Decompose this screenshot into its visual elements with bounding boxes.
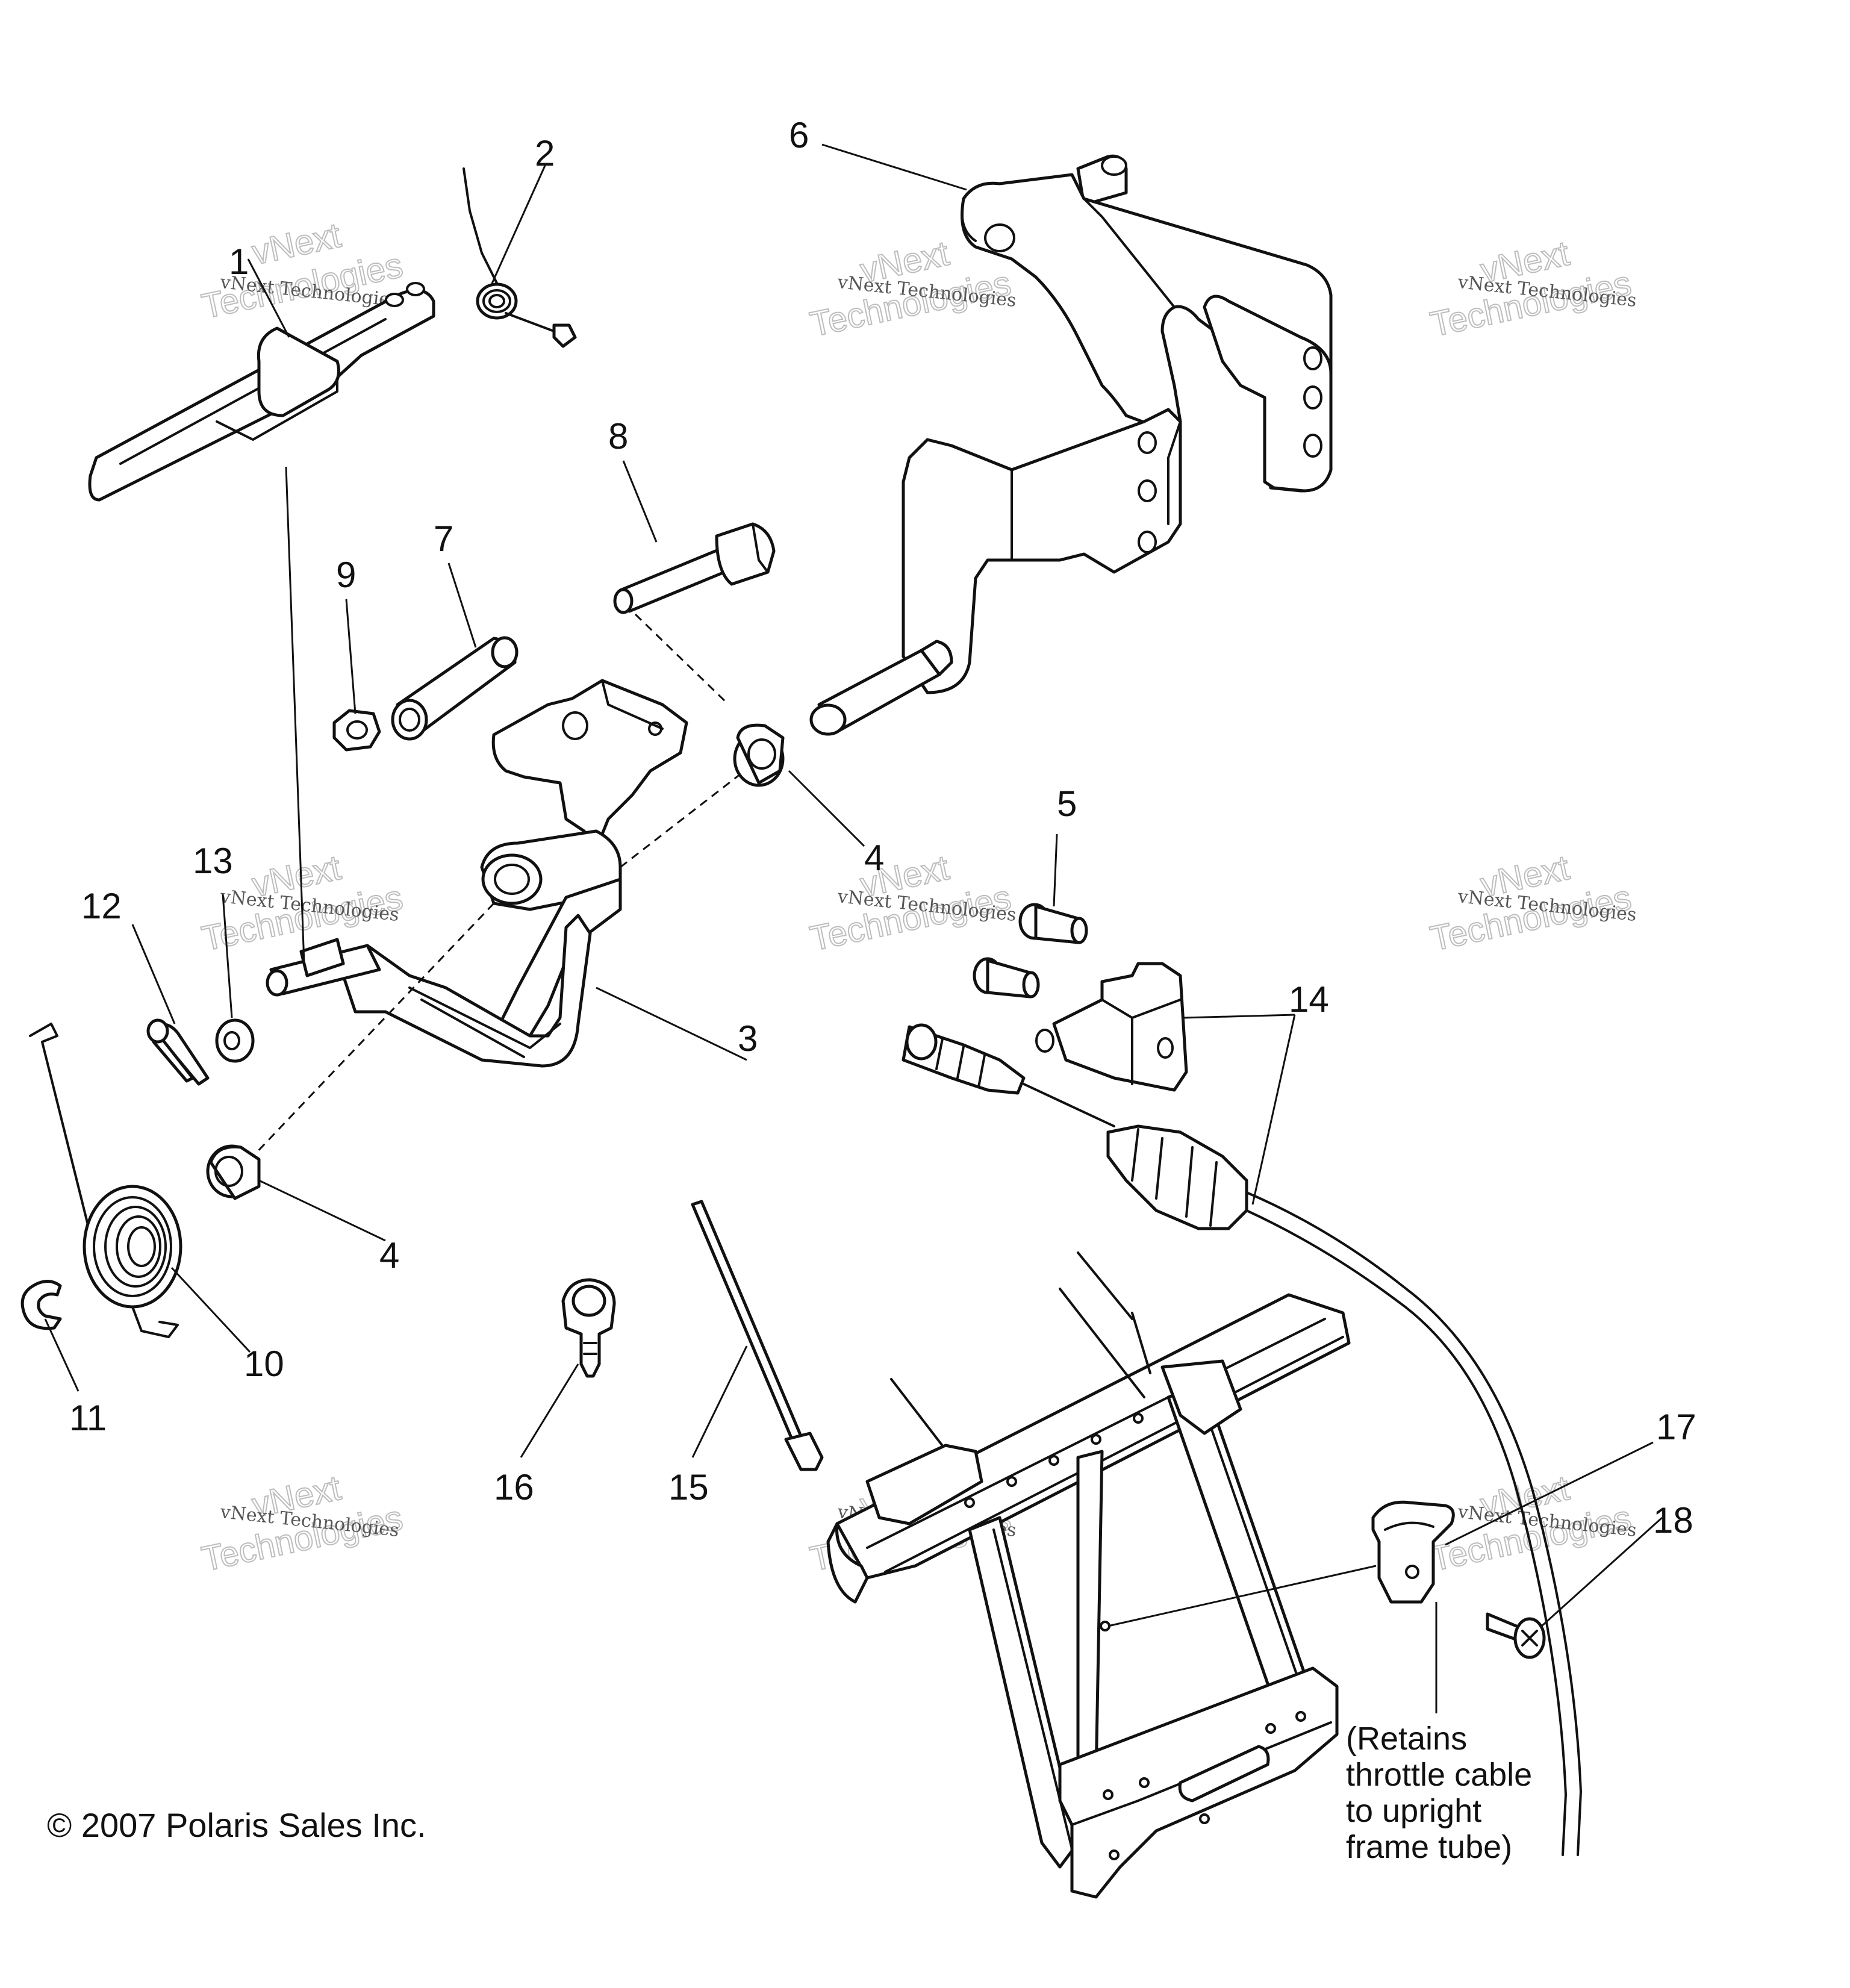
part-1-pedal-pad xyxy=(88,282,435,502)
leader-lines xyxy=(44,143,1663,1713)
callout-5: 5 xyxy=(1057,784,1077,824)
copyright-text: © 2007 Polaris Sales Inc. xyxy=(47,1806,426,1844)
part-5-bolt-lower xyxy=(973,957,1040,999)
callout-17: 17 xyxy=(1656,1407,1696,1447)
callout-10: 10 xyxy=(244,1344,284,1384)
callout-8: 8 xyxy=(608,416,628,456)
callout-6: 6 xyxy=(789,115,809,155)
callout-12: 12 xyxy=(81,886,122,926)
part-10-return-spring xyxy=(29,1023,182,1338)
part-4-bushing-lower xyxy=(206,1144,261,1200)
callout-11: 11 xyxy=(69,1398,107,1438)
part-5-bolt-upper xyxy=(1018,903,1088,944)
part-7-sleeve xyxy=(391,636,519,741)
note-line-2: throttle cable xyxy=(1346,1757,1532,1793)
callout-16: 16 xyxy=(494,1467,534,1507)
part-4-bushing-upper xyxy=(733,723,785,787)
callout-numbers: 1 2 3 4 4 5 6 7 8 9 10 11 12 13 14 15 16… xyxy=(69,115,1696,1541)
part-14-throttle-cable xyxy=(902,1023,1582,1856)
part-16-ignition-key xyxy=(561,1278,616,1378)
callout-18: 18 xyxy=(1653,1500,1693,1541)
callout-3: 3 xyxy=(738,1018,758,1059)
part-11-e-clip xyxy=(20,1280,62,1330)
part-9-nut xyxy=(332,709,381,752)
callout-2: 2 xyxy=(535,133,555,173)
part-18-screw xyxy=(1486,1612,1546,1659)
part-2-torsion-spring xyxy=(462,167,577,348)
part-8-bolt xyxy=(613,522,776,614)
callout-15: 15 xyxy=(668,1467,709,1507)
note-line-1: (Retains xyxy=(1346,1721,1467,1757)
callout-13: 13 xyxy=(193,841,233,881)
note-line-3: to upright xyxy=(1346,1793,1481,1829)
callout-9: 9 xyxy=(336,555,356,595)
watermark-group: vNext Technologies vNext Technologies vN… xyxy=(198,215,1638,1580)
callout-7: 7 xyxy=(434,519,453,559)
callout-4-upper: 4 xyxy=(864,838,884,878)
lower-frame-assembly xyxy=(826,1251,1351,1899)
callout-4-lower: 4 xyxy=(379,1235,399,1276)
callout-14: 14 xyxy=(1289,979,1329,1020)
part-3-brake-pedal-arm xyxy=(266,679,688,1068)
part-6-mounting-bracket xyxy=(809,154,1333,736)
note-line-4: frame tube) xyxy=(1346,1829,1512,1865)
part-17-cable-clip xyxy=(1371,1500,1455,1604)
callout-1: 1 xyxy=(229,241,249,282)
part-12-cotter-pin xyxy=(146,1018,210,1086)
part-13-washer xyxy=(215,1018,255,1063)
part-15-cable-tie xyxy=(691,1200,824,1471)
retaining-note: (Retains throttle cable to upright frame… xyxy=(1346,1721,1532,1865)
part-14-cable-clamp xyxy=(1035,962,1188,1092)
